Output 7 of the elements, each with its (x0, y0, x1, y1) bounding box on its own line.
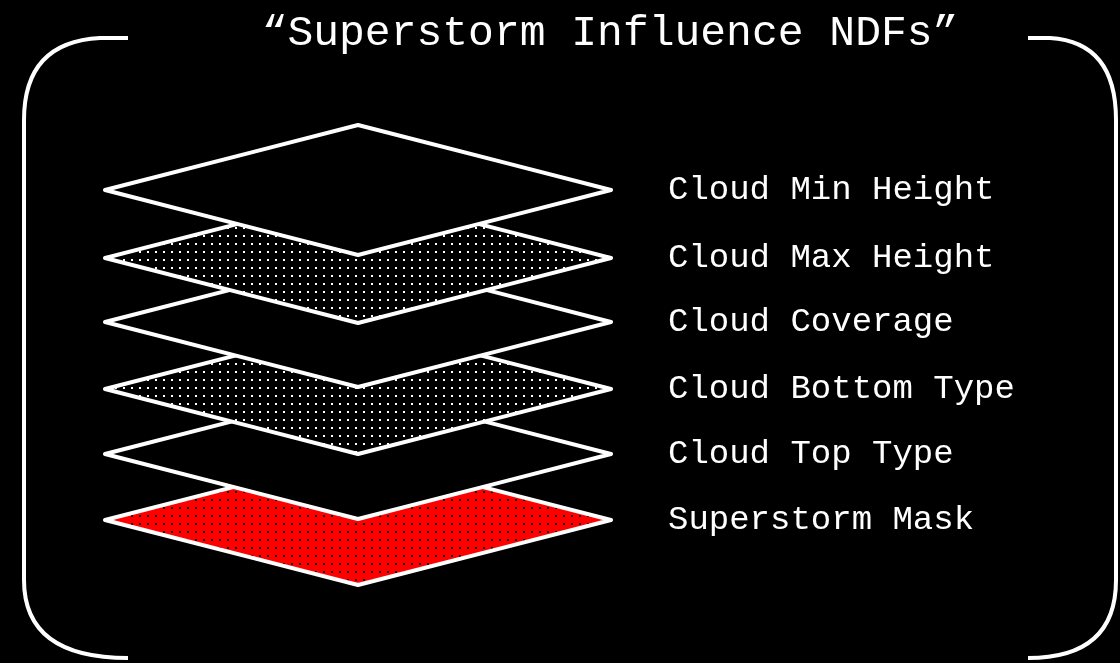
layer-label: Cloud Top Type (668, 437, 954, 471)
layer-label: Cloud Coverage (668, 305, 954, 339)
layer-label: Cloud Bottom Type (668, 372, 1015, 406)
title: “Superstorm Influence NDFs” (260, 12, 960, 55)
layer-label: Cloud Min Height (668, 173, 995, 207)
layer-label: Superstorm Mask (668, 503, 975, 537)
layer-label: Cloud Max Height (668, 241, 995, 275)
